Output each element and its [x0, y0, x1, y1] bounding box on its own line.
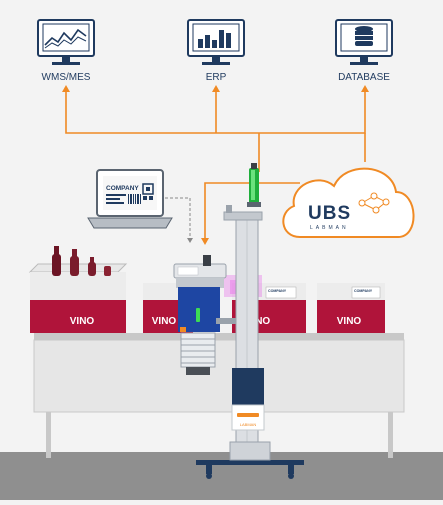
- label-printer: [173, 255, 236, 375]
- network-nodes-icon: [358, 192, 390, 214]
- wms-mes-label: WMS/MES: [42, 72, 91, 83]
- arrowheads: [62, 85, 369, 245]
- conveyor-table: [33, 333, 405, 458]
- connection-lines: [65, 90, 366, 240]
- wine-box-open: [28, 246, 128, 333]
- cloud-logo-subtext: LABMAN: [310, 225, 349, 231]
- vino-label-4: VINO: [337, 316, 362, 327]
- laptop-icon: [87, 169, 173, 229]
- database-icon: [335, 19, 393, 65]
- column-foot: [196, 441, 304, 479]
- database-label: DATABASE: [338, 72, 390, 83]
- vino-label-1: VINO: [70, 316, 95, 327]
- erp-label: ERP: [206, 72, 227, 83]
- cloud-logo-text: UBS: [308, 203, 351, 224]
- printed-label-company-2: COMPANY: [354, 289, 373, 293]
- printer-brand-text: LABMAN: [240, 422, 257, 427]
- tower-light: [247, 163, 261, 207]
- laptop-company-text: COMPANY: [106, 185, 139, 192]
- vino-label-2: VINO: [152, 316, 177, 327]
- column-base-unit: [231, 368, 265, 431]
- laptop-barcode: [106, 194, 141, 204]
- laptop-link-dashed: [165, 197, 191, 240]
- laptop-link-arrow: [187, 238, 193, 243]
- ubs-labman-cloud: UBS LABMAN: [282, 167, 415, 238]
- wms-mes-icon: [37, 19, 95, 65]
- wine-box-4: [317, 283, 385, 333]
- floor: [0, 452, 443, 500]
- erp-icon: [187, 19, 245, 65]
- printed-label-company-1: COMPANY: [268, 289, 287, 293]
- laptop-qr-code: [142, 183, 154, 200]
